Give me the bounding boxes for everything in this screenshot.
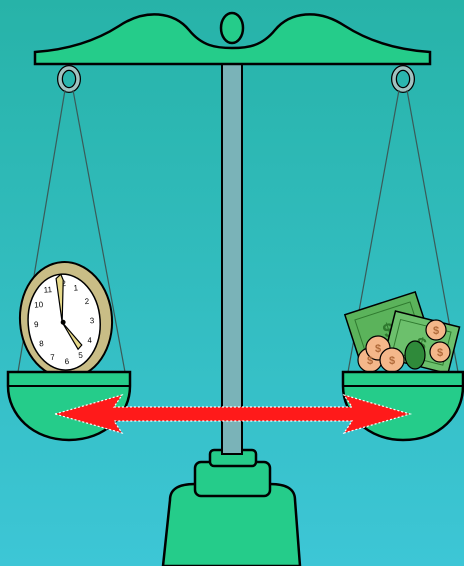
svg-text:$: $ <box>433 325 439 337</box>
scale-pillar <box>222 62 242 454</box>
svg-text:$: $ <box>437 347 443 359</box>
svg-text:$: $ <box>367 355 373 367</box>
clock-numeral: 10 <box>34 300 44 310</box>
clock-numeral: 11 <box>43 285 52 295</box>
svg-text:$: $ <box>389 355 395 367</box>
svg-text:$: $ <box>375 343 381 355</box>
